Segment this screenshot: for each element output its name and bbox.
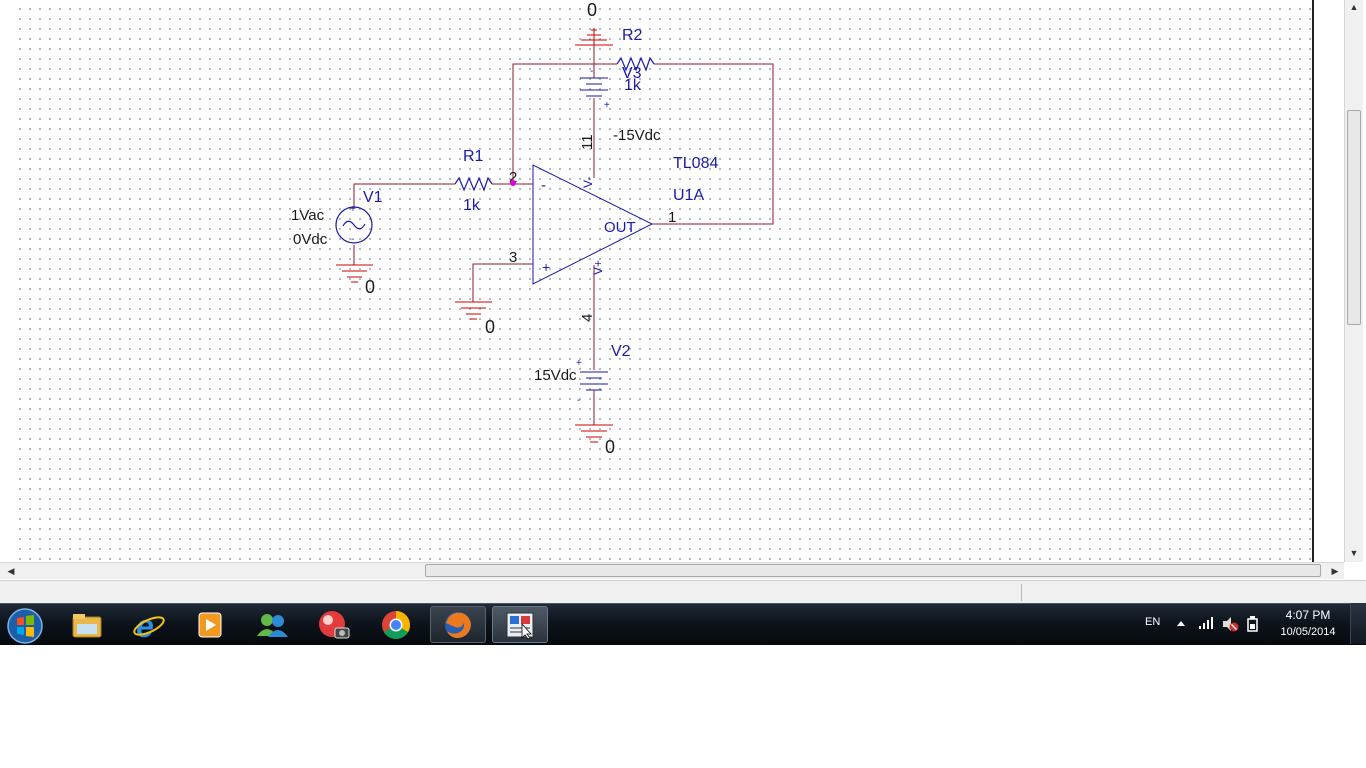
opamp-vminus-label: V- xyxy=(581,177,595,188)
taskbar-pictures-button[interactable] xyxy=(306,606,362,643)
v3-minus: - xyxy=(590,66,593,77)
resistor-r2[interactable] xyxy=(616,56,655,72)
taskbar-explorer-button[interactable] xyxy=(59,606,115,643)
pin-vpos-number: 4 xyxy=(579,314,596,322)
volume-muted-icon[interactable] xyxy=(1221,615,1239,633)
grounds xyxy=(336,28,613,443)
v2-name: V2 xyxy=(611,343,631,360)
start-button[interactable] xyxy=(3,605,45,645)
v1-dc-value: 0Vdc xyxy=(293,231,328,248)
ground-v1-label: 0 xyxy=(365,277,375,297)
opamp-out-label: OUT xyxy=(604,219,636,236)
opamp-part-label: TL084 xyxy=(673,155,718,172)
r1-name: R1 xyxy=(463,148,484,165)
blank-area-below-taskbar xyxy=(0,645,1366,768)
schematic-svg: - + OUT V- V+ TL084 U1A 2 3 1 11 4 R2 1k… xyxy=(291,0,774,457)
taskbar-media-button[interactable] xyxy=(182,606,238,643)
clock[interactable]: 4:07 PM 10/05/2014 xyxy=(1272,608,1344,638)
opamp-inv-sign: - xyxy=(541,177,546,194)
taskbar: e xyxy=(0,603,1366,645)
ground-noninv xyxy=(455,301,492,320)
opamp-u1a[interactable]: - + OUT V- V+ xyxy=(532,164,654,285)
v1-ac-value: 1Vac xyxy=(291,207,325,224)
ground-top xyxy=(575,28,613,46)
vertical-scroll-thumb[interactable] xyxy=(1347,110,1361,325)
picture-viewer-icon xyxy=(319,610,350,638)
power-battery-icon[interactable] xyxy=(1245,615,1261,633)
scroll-right-arrow-icon[interactable]: ▶ xyxy=(1331,566,1339,576)
language-indicator[interactable]: EN xyxy=(1145,616,1161,628)
scroll-up-arrow-icon[interactable]: ▲ xyxy=(1349,2,1359,12)
resistor-r1[interactable] xyxy=(454,176,493,192)
taskbar-messenger-button[interactable] xyxy=(244,606,300,643)
file-explorer-icon xyxy=(72,613,102,637)
taskbar-pspice-button[interactable] xyxy=(492,606,548,643)
source-v1[interactable] xyxy=(335,206,373,244)
firefox-icon xyxy=(445,611,471,638)
source-v3[interactable] xyxy=(580,77,608,97)
windows-start-icon xyxy=(7,608,43,644)
internet-explorer-icon: e xyxy=(133,609,165,641)
network-signal-icon[interactable] xyxy=(1198,615,1214,631)
pin-vneg-number: 11 xyxy=(579,134,596,150)
v3-value: -15Vdc xyxy=(613,127,661,144)
v3-plus: + xyxy=(604,100,610,111)
horizontal-scrollbar[interactable]: ◀ ▶ xyxy=(0,562,1344,579)
v3-name: V3 xyxy=(622,65,642,82)
source-v2[interactable] xyxy=(580,371,608,391)
messenger-icon xyxy=(257,613,288,637)
schematic-canvas[interactable]: - + OUT V- V+ TL084 U1A 2 3 1 11 4 R2 1k… xyxy=(11,0,1312,562)
opamp-noninv-sign: + xyxy=(542,259,550,275)
ground-v1 xyxy=(336,264,373,283)
chrome-icon xyxy=(382,610,410,639)
taskbar-chrome-button[interactable] xyxy=(368,606,424,643)
ground-top-label: 0 xyxy=(587,0,597,20)
show-desktop-button[interactable] xyxy=(1350,603,1366,644)
status-bar-pane xyxy=(1021,584,1365,601)
pin-out-number: 1 xyxy=(668,209,676,226)
v1-name: V1 xyxy=(363,189,383,206)
ground-noninv-label: 0 xyxy=(485,317,495,337)
wires xyxy=(353,45,774,425)
vertical-scrollbar[interactable]: ▲ ▼ xyxy=(1344,0,1363,562)
pin-noninv-number: 3 xyxy=(509,249,517,266)
right-window-edge xyxy=(1312,0,1314,562)
pspice-capture-icon xyxy=(506,612,534,640)
taskbar-firefox-button[interactable] xyxy=(430,606,486,643)
r2-name: R2 xyxy=(622,27,643,44)
pin-inv-number: 2 xyxy=(509,169,517,186)
scroll-down-arrow-icon[interactable]: ▼ xyxy=(1349,548,1359,558)
ground-v2 xyxy=(575,424,613,443)
taskbar-ie-button[interactable]: e xyxy=(121,606,177,643)
opamp-ref-label: U1A xyxy=(673,187,704,204)
scroll-left-arrow-icon[interactable]: ◀ xyxy=(7,566,15,576)
r2-value: 1k xyxy=(624,77,642,94)
show-hidden-icons-icon[interactable] xyxy=(1176,619,1186,627)
opamp-vplus-label: V+ xyxy=(591,260,605,275)
media-player-icon xyxy=(198,612,222,637)
v2-plus: + xyxy=(576,358,582,369)
r1-value: 1k xyxy=(463,197,481,214)
status-bar xyxy=(0,580,1366,603)
ground-v2-label: 0 xyxy=(605,437,615,457)
v2-minus: - xyxy=(577,395,580,406)
horizontal-scroll-thumb[interactable] xyxy=(425,564,1321,577)
selected-junction[interactable] xyxy=(510,180,516,186)
v1-plus: + xyxy=(350,204,356,215)
clock-time: 4:07 PM xyxy=(1285,608,1331,622)
v2-value: 15Vdc xyxy=(534,367,577,384)
v1-minus: - xyxy=(351,234,354,245)
clock-date: 10/05/2014 xyxy=(1280,626,1336,638)
